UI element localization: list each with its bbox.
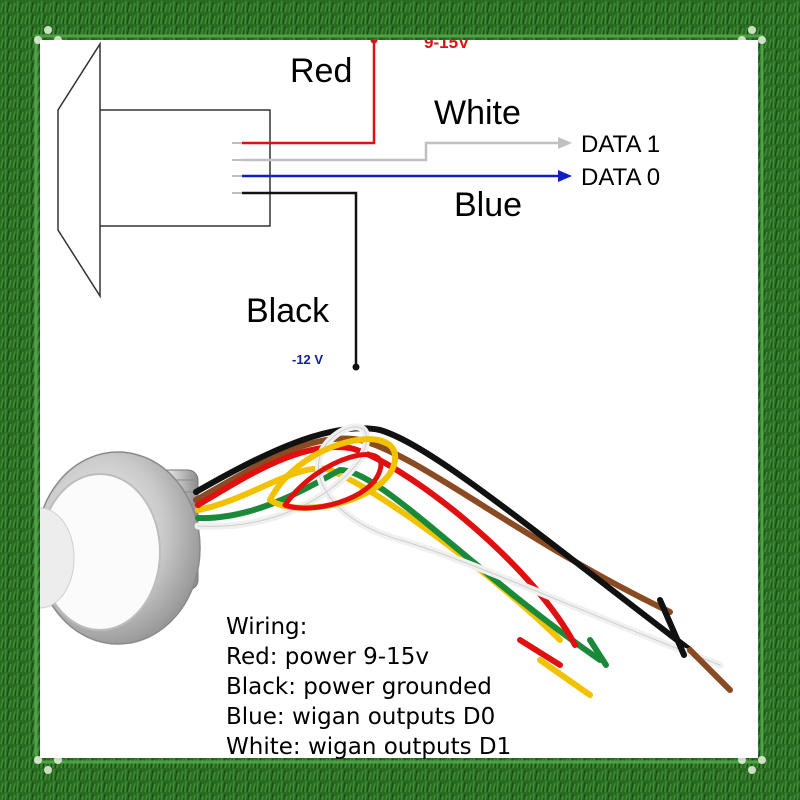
wire-stubs [232, 142, 270, 194]
black-wire-label: Black [246, 292, 330, 330]
black-wire-line [242, 191, 358, 367]
blue-wire-arrow-icon [558, 170, 572, 182]
wiring-note-line: White: wigan outputs D1 [226, 734, 512, 760]
red-wire-label: Red [290, 52, 352, 90]
positive-voltage-label: 9-15V [424, 40, 470, 52]
diagram-canvas: Red 9-15V White DATA 1 DATA 0 Blue Black… [40, 40, 758, 758]
wiring-note-line: Red: power 9-15v [226, 644, 429, 670]
data1-label: DATA 1 [581, 131, 660, 158]
negative-voltage-label: -12 V [292, 352, 323, 367]
wiring-notes-title: Wiring: [226, 614, 308, 640]
black-wire-terminal [352, 363, 360, 371]
wiring-diagram: Red 9-15V White DATA 1 DATA 0 Blue Black… [40, 40, 733, 698]
data0-label: DATA 0 [581, 164, 660, 191]
red-wire-terminal [370, 40, 378, 44]
red-wire-line [242, 40, 376, 145]
white-wire-label: White [434, 94, 521, 132]
white-wire-arrow-icon [558, 137, 572, 149]
blue-wire-label: Blue [454, 186, 522, 224]
wiring-note-line: Blue: wigan outputs D0 [226, 704, 496, 730]
wire-bundle [193, 423, 733, 698]
reader-button-photo [40, 451, 201, 645]
wiring-notes: Wiring: Red: power 9-15v Black: power gr… [226, 612, 511, 762]
wiring-note-line: Black: power grounded [226, 674, 492, 700]
reader-housing [57, 41, 271, 299]
white-wire-line [242, 141, 560, 162]
